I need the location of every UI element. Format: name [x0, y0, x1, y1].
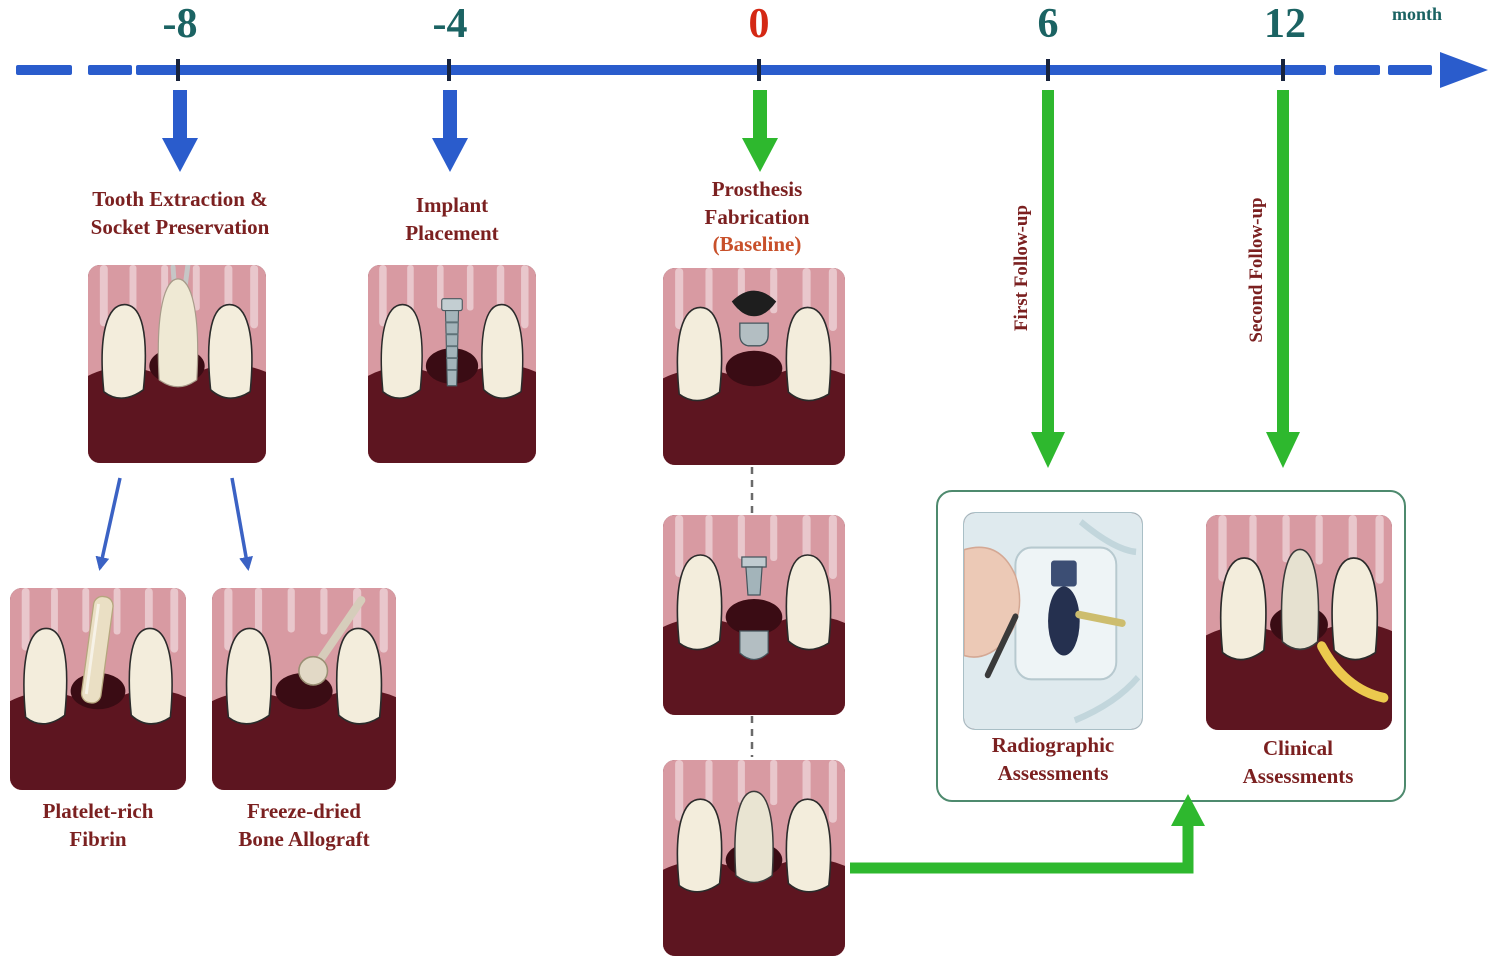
radiographic-image — [964, 513, 1142, 729]
prosthesis-step1-illustration — [663, 268, 845, 465]
tooth-extraction-illustration — [88, 265, 266, 463]
clinical-label-line2: Assessments — [1242, 763, 1354, 788]
clinical-label-line1: Clinical — [1262, 736, 1333, 760]
timeline-dash-right-1 — [1334, 65, 1380, 75]
prosthesis-step2-image — [663, 515, 845, 715]
tickmark-minus4 — [447, 59, 451, 81]
clinical-illustration — [1206, 515, 1392, 730]
tickmark-0 — [757, 59, 761, 81]
prf-illustration — [10, 588, 186, 790]
implant-label-line1: Implant — [415, 193, 489, 217]
second-followup-label: Second Follow-up — [1246, 197, 1267, 343]
timeline-bar — [136, 65, 1326, 75]
tickmark-minus8 — [176, 59, 180, 81]
extraction-label-line1: Tooth Extraction & — [92, 187, 268, 211]
prf-image — [10, 588, 186, 790]
prosthesis-down-arrow-icon — [742, 90, 778, 172]
tick-label-minus4: -4 — [432, 1, 468, 47]
socket-option-branch-arrows — [95, 477, 253, 571]
prf-label-line2: Fibrin — [69, 826, 127, 851]
tick-label-6: 6 — [1037, 1, 1059, 47]
timeline-dash-left-1 — [16, 65, 72, 75]
timeline-unit-label: month — [1392, 4, 1443, 24]
prosthesis-step1-image — [663, 268, 845, 465]
implant-down-arrow-icon — [432, 90, 468, 172]
tick-label-0: 0 — [748, 1, 770, 47]
fdba-label-line1: Freeze-dried — [247, 799, 361, 823]
timeline-arrowhead-icon — [1440, 52, 1488, 88]
clinical-label: Clinical Assessments — [1243, 735, 1354, 790]
implant-label-line2: Placement — [405, 220, 499, 245]
extraction-label: Tooth Extraction & Socket Preservation — [91, 186, 270, 241]
timeline-dash-left-2 — [88, 65, 132, 75]
tick-label-12: 12 — [1264, 1, 1306, 47]
tickmark-12 — [1281, 59, 1285, 81]
first-followup-down-arrow-icon — [1031, 90, 1065, 468]
implant-placement-image — [368, 265, 536, 463]
extraction-down-arrow-icon — [162, 90, 198, 172]
implant-placement-illustration — [368, 265, 536, 463]
radiographic-label-line2: Assessments — [997, 760, 1109, 785]
prosthesis-step3-illustration — [663, 760, 845, 956]
radiographic-label: Radiographic Assessments — [992, 732, 1115, 787]
prosthesis-label-line2: Fabrication — [704, 204, 810, 229]
fdba-label-line2: Bone Allograft — [238, 826, 370, 851]
fdba-label: Freeze-dried Bone Allograft — [238, 798, 369, 853]
tooth-extraction-image — [88, 265, 266, 463]
timeline-dash-right-2 — [1388, 65, 1432, 75]
prosthesis-label-baseline: (Baseline) — [712, 232, 802, 257]
first-followup-label: First Follow-up — [1011, 204, 1032, 332]
prosthesis-to-assessment-arrow-icon — [850, 794, 1205, 874]
radiographic-label-line1: Radiographic — [991, 733, 1115, 757]
tickmark-6 — [1046, 59, 1050, 81]
fdba-image — [212, 588, 396, 790]
tick-label-minus8: -8 — [162, 1, 198, 47]
implant-label: Implant Placement — [405, 192, 498, 247]
prosthesis-step3-image — [663, 760, 845, 956]
second-followup-down-arrow-icon — [1266, 90, 1300, 468]
clinical-image — [1206, 515, 1392, 730]
prosthesis-label: Prosthesis Fabrication (Baseline) — [705, 176, 810, 259]
prosthesis-label-line1: Prosthesis — [711, 177, 803, 201]
fdba-illustration — [212, 588, 396, 790]
prf-label-line1: Platelet-rich — [42, 799, 154, 823]
extraction-label-line2: Socket Preservation — [90, 214, 270, 239]
prf-label: Platelet-rich Fibrin — [43, 798, 154, 853]
radiographic-illustration — [963, 512, 1143, 730]
prosthesis-step2-illustration — [663, 515, 845, 715]
